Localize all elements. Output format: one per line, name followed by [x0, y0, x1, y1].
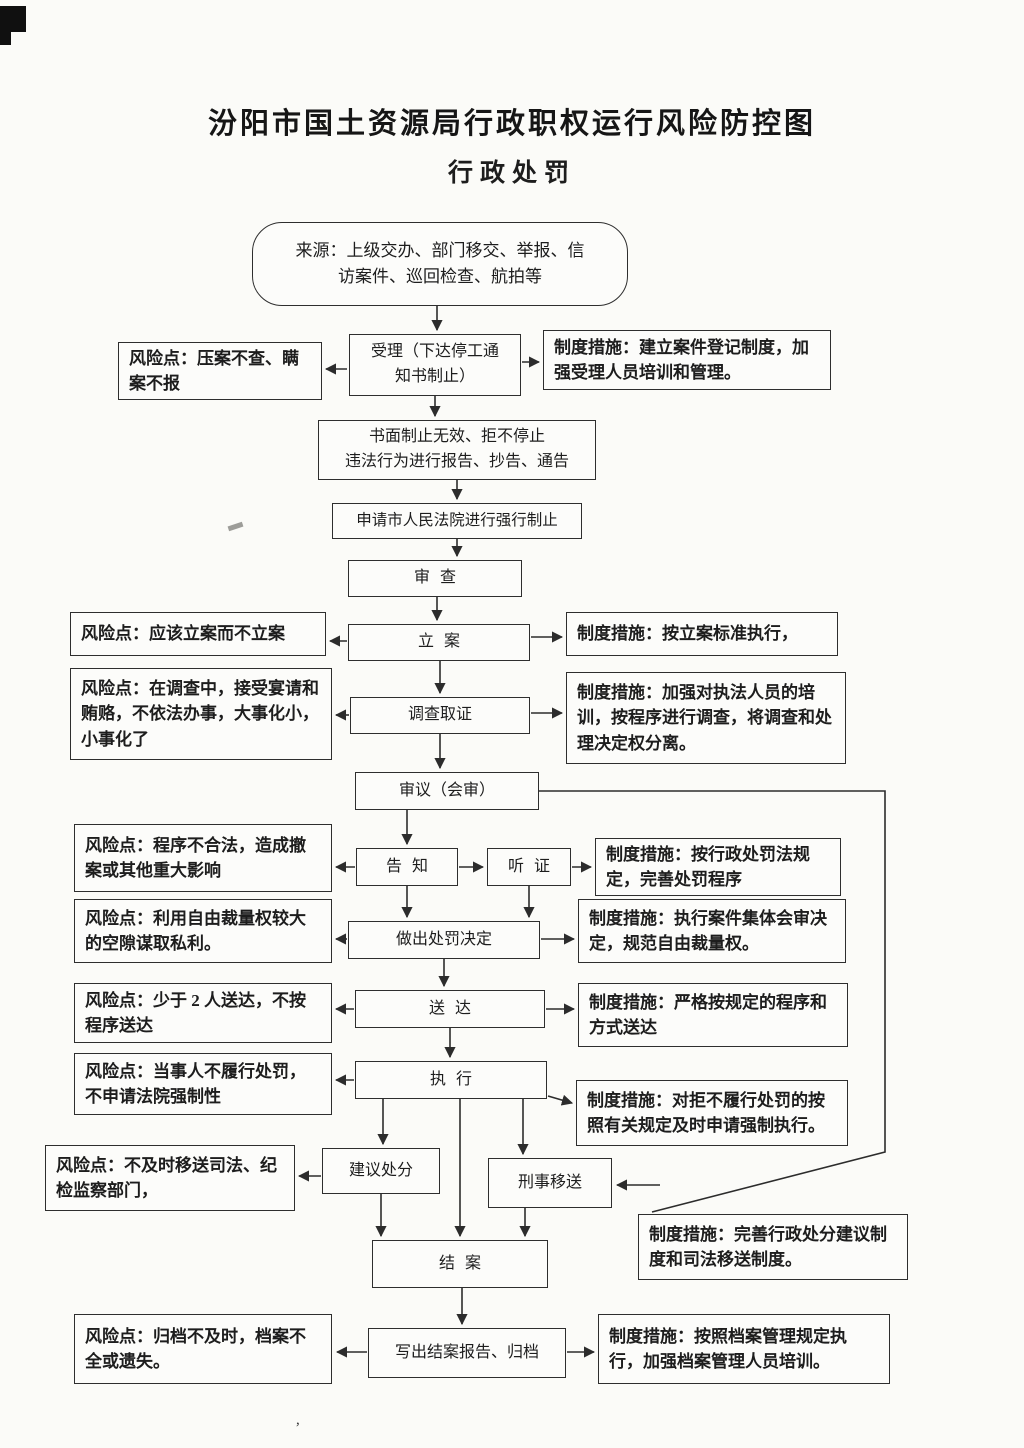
node-suggest-discipline: 建议处分 — [322, 1148, 440, 1194]
risk-box-8: 风险点：不及时移送司法、纪检监察部门， — [45, 1145, 295, 1211]
risk-box-7: 风险点：当事人不履行处罚，不申请法院强制性 — [74, 1053, 332, 1115]
node-review: 审查 — [348, 560, 522, 597]
risk-box-1: 风险点：压案不查、瞒案不报 — [118, 342, 322, 400]
node-hearing: 听证 — [487, 848, 571, 886]
measure-box-6: 制度措施：严格按规定的程序和方式送达 — [578, 983, 848, 1047]
node-deliberate: 审议（会审） — [355, 772, 539, 810]
diagram-subtitle: 行政处罚 — [447, 160, 576, 187]
risk-box-6: 风险点：少于 2 人送达，不按程序送达 — [74, 983, 332, 1043]
node-accept: 受理（下达停工通 知书制止） — [349, 334, 521, 396]
measure-box-1: 制度措施：建立案件登记制度，加强受理人员培训和管理。 — [543, 330, 831, 390]
risk-box-3: 风险点：在调查中，接受宴请和贿赂，不依法办事，大事化小，小事化了 — [70, 668, 332, 760]
measure-box-7: 制度措施：对拒不履行处罚的按照有关规定及时申请强制执行。 — [576, 1080, 848, 1146]
node-decision: 做出处罚决定 — [348, 921, 540, 959]
scan-artifact — [0, 32, 11, 45]
node-criminal-transfer: 刑事移送 — [488, 1158, 612, 1208]
node-execute: 执行 — [355, 1061, 547, 1099]
node-deliver: 送达 — [355, 990, 545, 1028]
risk-box-9: 风险点：归档不及时，档案不全或遗失。 — [74, 1314, 332, 1384]
measure-box-3: 制度措施：加强对执法人员的培训，按程序进行调查，将调查和处理决定权分离。 — [566, 672, 846, 764]
scan-artifact: , — [296, 1412, 300, 1428]
scan-artifact — [0, 6, 26, 32]
risk-box-5: 风险点：利用自由裁量权较大的空隙谋取私利。 — [74, 899, 332, 963]
measure-box-4: 制度措施：按行政处罚法规定，完善处罚程序 — [595, 838, 841, 896]
measure-box-8: 制度措施：完善行政处分建议制度和司法移送制度。 — [638, 1214, 908, 1280]
node-report-archive: 写出结案报告、归档 — [368, 1328, 566, 1378]
measure-box-2: 制度措施：按立案标准执行， — [566, 612, 838, 656]
risk-box-4: 风险点：程序不合法，造成撤案或其他重大影响 — [74, 824, 332, 892]
measure-box-5: 制度措施：执行案件集体会审决定，规范自由裁量权。 — [578, 899, 846, 963]
diagram-title: 汾阳市国土资源局行政职权运行风险防控图 — [207, 108, 816, 140]
risk-box-2: 风险点：应该立案而不立案 — [70, 612, 326, 656]
node-source: 来源：上级交办、部门移交、举报、信 访案件、巡回检查、航拍等 — [252, 222, 628, 306]
node-court-apply: 申请市人民法院进行强行制止 — [332, 503, 582, 539]
measure-box-9: 制度措施：按照档案管理规定执行，加强档案管理人员培训。 — [598, 1314, 890, 1384]
node-investigate: 调查取证 — [350, 697, 530, 734]
node-close-case: 结案 — [372, 1240, 548, 1288]
node-written-stop: 书面制止无效、拒不停止 违法行为进行报告、抄告、通告 — [318, 420, 596, 480]
node-file-case: 立案 — [348, 624, 530, 661]
node-notify: 告知 — [356, 848, 458, 886]
